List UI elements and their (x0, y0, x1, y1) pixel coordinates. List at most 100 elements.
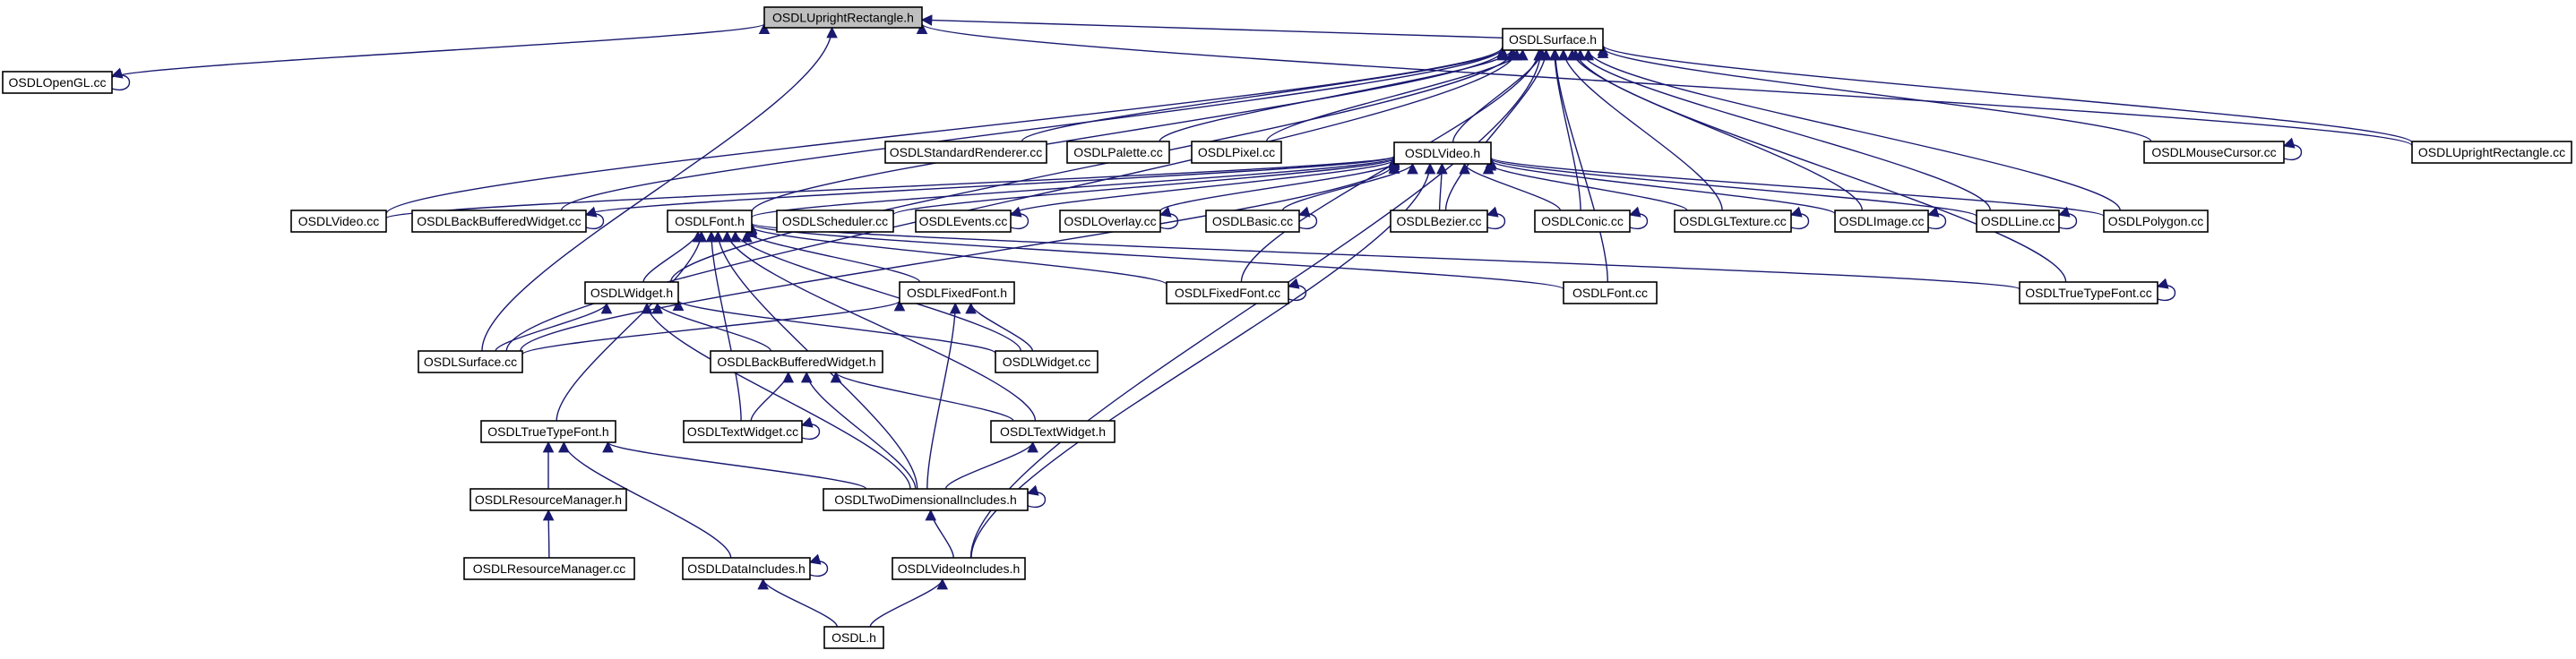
node-fixedfont-cc[interactable]: OSDLFixedFont.cc (1166, 281, 1289, 304)
edge-twodim_h-to-truetypefont_h (602, 441, 867, 490)
edge-polygon_cc-to-video_h (1486, 156, 2105, 218)
node-videoincludes-h[interactable]: OSDLVideoIncludes.h (892, 557, 1026, 580)
edge-conic_cc-to-conic_cc (1628, 206, 1649, 230)
node-image-cc[interactable]: OSDLImage.cc (1834, 210, 1929, 233)
edge-image_cc-to-image_cc (1926, 206, 1947, 230)
node-textwidget-cc[interactable]: OSDLTextWidget.cc (683, 420, 803, 443)
node-box (1534, 210, 1631, 233)
node-box (1166, 281, 1289, 304)
node-opengl-cc[interactable]: OSDLOpenGL.cc (2, 71, 113, 94)
node-label: OSDLSurface.h (1509, 32, 1597, 47)
node-line-cc[interactable]: OSDLLine.cc (1976, 210, 2060, 233)
node-box (995, 350, 1098, 373)
node-mousecursor-cc[interactable]: OSDLMouseCursor.cc (2143, 141, 2285, 164)
node-truetypefont-h[interactable]: OSDLTrueTypeFont.h (480, 420, 616, 443)
node-label: OSDLVideoIncludes.h (898, 561, 1020, 576)
node-dataincludes-h[interactable]: OSDLDataIncludes.h (682, 557, 811, 580)
node-font-h[interactable]: OSDLFont.h (667, 210, 753, 233)
node-video-h[interactable]: OSDLVideo.h (1393, 141, 1492, 165)
node-box (2, 71, 113, 94)
node-backbuffwidget-h[interactable]: OSDLBackBufferedWidget.h (710, 350, 883, 373)
node-label: OSDLFixedFont.h (907, 286, 1007, 300)
node-label: OSDLUprightRectangle.cc (2418, 145, 2565, 159)
node-scheduler-cc[interactable]: OSDLScheduler.cc (776, 210, 894, 233)
node-widget-cc[interactable]: OSDLWidget.cc (995, 350, 1098, 373)
node-label: OSDLBackBufferedWidget.h (717, 355, 875, 369)
edge-twodim_h-to-widget_h (641, 302, 911, 490)
edge-scheduler_cc-to-video_h (892, 157, 1400, 216)
edge-image_cc-to-video_h (1485, 159, 1836, 215)
node-box (823, 488, 1029, 511)
node-box (683, 420, 803, 443)
node-uprightrect-cc[interactable]: OSDLUprightRectangle.cc (2411, 141, 2572, 164)
node-backbuffwidget-cc[interactable]: OSDLBackBufferedWidget.cc (411, 210, 587, 233)
node-box (411, 210, 587, 233)
node-layer: OSDLUprightRectangle.hOSDLOpenGL.ccOSDLS… (2, 6, 2572, 649)
node-osdl-h[interactable]: OSDL.h (823, 626, 884, 649)
node-truetypefont-cc[interactable]: OSDLTrueTypeFont.cc (2019, 281, 2158, 304)
node-resmanager-cc[interactable]: OSDLResourceManager.cc (463, 557, 635, 580)
node-box (763, 6, 923, 29)
node-label: OSDLOverlay.cc (1064, 214, 1156, 228)
node-label: OSDLTrueTypeFont.h (487, 424, 608, 439)
node-surface-h[interactable]: OSDLSurface.h (1502, 28, 1604, 51)
node-textwidget-h[interactable]: OSDLTextWidget.h (990, 420, 1116, 443)
node-label: OSDLOpenGL.cc (9, 75, 107, 90)
edge-opengl_cc-to-opengl_cc (110, 67, 131, 91)
node-twodim-h[interactable]: OSDLTwoDimensionalIncludes.h (823, 488, 1029, 511)
edge-bezier_cc-to-surface_h (1444, 48, 1552, 211)
node-events-cc[interactable]: OSDLEvents.cc (915, 210, 1012, 233)
edge-twodim_h-to-twodim_h (1026, 484, 1047, 509)
edge-widget_h-to-surface_h (669, 48, 1520, 283)
node-label: OSDLTextWidget.h (1000, 424, 1106, 439)
edge-fixedfont_cc-to-fixedfont_cc (1287, 278, 1307, 302)
node-label: OSDLScheduler.cc (782, 214, 888, 228)
edge-osdl_h-to-videoincludes_h (869, 578, 949, 628)
node-box (1502, 28, 1604, 51)
node-label: OSDLWidget.h (590, 286, 673, 300)
edge-layer (110, 14, 2413, 628)
node-label: OSDL.h (831, 630, 876, 645)
node-resmanager-h[interactable]: OSDLResourceManager.h (470, 488, 627, 511)
node-conic-cc[interactable]: OSDLConic.cc (1534, 210, 1631, 233)
node-bezier-cc[interactable]: OSDLBezier.cc (1390, 210, 1488, 233)
node-pixel-cc[interactable]: OSDLPixel.cc (1191, 141, 1282, 164)
node-gltexture-cc[interactable]: OSDLGLTexture.cc (1674, 210, 1792, 233)
edge-gltexture_cc-to-video_h (1483, 162, 1688, 211)
node-overlay-cc[interactable]: OSDLOverlay.cc (1059, 210, 1161, 233)
node-root[interactable]: OSDLUprightRectangle.h (763, 6, 923, 29)
edge-image_cc-to-surface_h (1566, 48, 1864, 211)
node-box (776, 210, 894, 233)
node-label: OSDLTrueTypeFont.cc (2025, 286, 2152, 300)
node-palette-cc[interactable]: OSDLPalette.cc (1066, 141, 1170, 164)
edge-surface_cc-to-fixedfont_h (521, 299, 905, 355)
node-basic-cc[interactable]: OSDLBasic.cc (1205, 210, 1300, 233)
node-box (884, 141, 1047, 164)
node-box (2143, 141, 2285, 164)
node-font-cc[interactable]: OSDLFont.cc (1563, 281, 1658, 304)
edge-truetypefont_cc-to-surface_h (1570, 48, 2067, 283)
edge-truetypefont_cc-to-truetypefont_cc (2156, 278, 2176, 302)
edge-textwidget_h-to-font_h (721, 230, 1037, 422)
node-fixedfont-h[interactable]: OSDLFixedFont.h (899, 281, 1015, 304)
node-box (290, 210, 387, 233)
edge-widget_h-to-font_h (642, 230, 704, 283)
node-box (1834, 210, 1929, 233)
node-stdrenderer-cc[interactable]: OSDLStandardRenderer.cc (884, 141, 1047, 164)
edge-twodim_h-to-backbuffwidget_h (800, 371, 917, 490)
node-box (1191, 141, 1282, 164)
node-label: OSDLUprightRectangle.h (772, 11, 914, 25)
edge-bezier_cc-to-bezier_cc (1486, 206, 1506, 230)
node-video-cc[interactable]: OSDLVideo.cc (290, 210, 387, 233)
node-surface-cc[interactable]: OSDLSurface.cc (418, 350, 523, 373)
edge-fixedfont_h-to-font_h (741, 230, 921, 283)
edge-line_cc-to-surface_h (1574, 48, 1992, 211)
edge-osdl_h-to-dataincludes_h (757, 578, 838, 628)
node-widget-h[interactable]: OSDLWidget.h (584, 281, 679, 304)
node-label: OSDLConic.cc (1541, 214, 1624, 228)
edge-events_cc-to-events_cc (1009, 206, 1030, 230)
edge-surface_cc-to-video_h (520, 162, 1400, 352)
node-polygon-cc[interactable]: OSDLPolygon.cc (2103, 210, 2209, 233)
edge-stdrenderer_cc-to-surface_h (1021, 47, 1509, 142)
node-box (480, 420, 616, 443)
